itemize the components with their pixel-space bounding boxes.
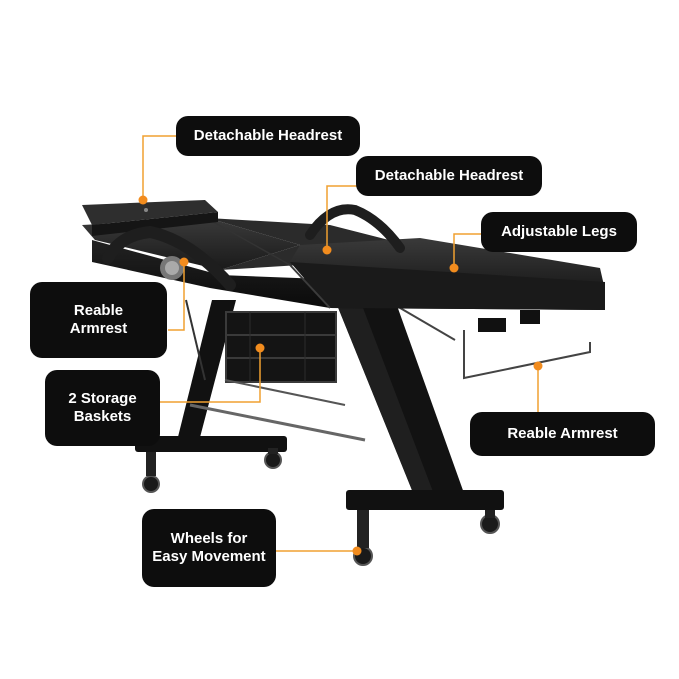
callout-adjustable-legs: Adjustable Legs xyxy=(481,212,637,252)
callout-wheels: Wheels for Easy Movement xyxy=(142,509,276,587)
callout-leaders xyxy=(142,135,539,552)
rear-leg-frame xyxy=(135,299,287,452)
callout-line: Reable xyxy=(73,302,124,319)
leader-headrest-1 xyxy=(142,135,180,200)
callout-storage-baskets: 2 Storage Baskets xyxy=(45,370,160,446)
caster-wheels xyxy=(142,448,500,566)
footrest-bar xyxy=(463,310,591,380)
leader-armrest-left xyxy=(168,262,185,331)
callout-line: Wheels for xyxy=(170,530,248,547)
cross-brace xyxy=(189,403,366,442)
leader-baskets xyxy=(160,348,261,403)
callout-detachable-headrest-top: Detachable Headrest xyxy=(176,116,360,156)
callout-dots xyxy=(138,195,543,556)
callout-reable-armrest-right: Reable Armrest xyxy=(470,412,655,456)
leader-legs xyxy=(453,233,482,268)
headrest xyxy=(82,200,218,236)
callout-reable-armrest-left: Reable Armrest xyxy=(30,282,167,358)
callout-line: Armrest xyxy=(69,320,128,337)
storage-baskets xyxy=(225,311,337,383)
callout-line: Easy Movement xyxy=(152,548,266,565)
leader-headrest-2 xyxy=(326,185,358,250)
callout-line: Baskets xyxy=(73,408,132,425)
callout-detachable-headrest-middle: Detachable Headrest xyxy=(356,156,542,196)
callout-line: 2 Storage xyxy=(68,390,137,407)
front-leg-frame xyxy=(335,300,504,510)
armrests xyxy=(102,204,405,291)
